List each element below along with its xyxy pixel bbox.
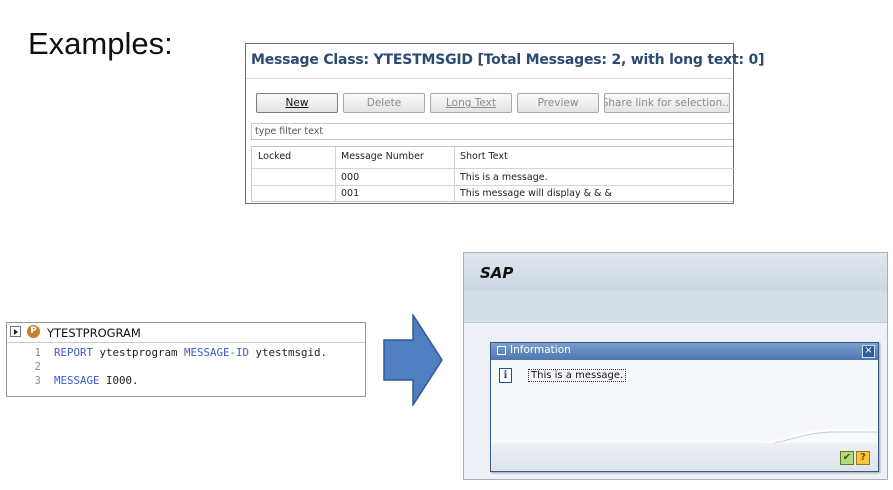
column-divider: [335, 147, 336, 201]
title-divider: [246, 78, 733, 79]
preview-button[interactable]: Preview: [517, 93, 599, 113]
row-divider: [252, 185, 734, 186]
row-0-number[interactable]: 000: [341, 172, 360, 183]
ok-button[interactable]: ✔: [840, 451, 854, 465]
message-class-title: Message Class: YTESTMSGID [Total Message…: [251, 52, 765, 68]
code-line[interactable]: REPORT ytestprogram MESSAGE-ID ytestmsgi…: [54, 346, 327, 359]
editor-header: P YTESTPROGRAM: [7, 323, 365, 343]
column-header-locked[interactable]: Locked: [258, 151, 292, 162]
messages-table: Locked Message Number Short Text 000 Thi…: [251, 146, 734, 202]
information-dialog: Information × i This is a message. ✔ ?: [490, 342, 879, 472]
expand-icon[interactable]: [10, 326, 21, 337]
program-name: YTESTPROGRAM: [47, 326, 141, 340]
code-editor: P YTESTPROGRAM 1 REPORT ytestprogram MES…: [6, 322, 366, 397]
filter-input[interactable]: type filter text: [251, 123, 733, 140]
column-divider: [454, 147, 455, 201]
dialog-footer: [491, 443, 878, 471]
code-text: ytestmsgid.: [249, 346, 328, 359]
close-icon[interactable]: ×: [862, 345, 875, 358]
dialog-header: Information ×: [491, 343, 878, 360]
long-text-button[interactable]: Long Text: [430, 93, 512, 113]
keyword: MESSAGE-ID: [184, 346, 250, 359]
keyword: MESSAGE: [54, 374, 100, 387]
keyword: REPORT: [54, 346, 94, 359]
code-text: I000.: [99, 374, 139, 387]
program-icon: P: [27, 325, 40, 338]
row-0-text[interactable]: This is a message.: [460, 172, 548, 183]
row-1-text[interactable]: This message will display & & &: [460, 188, 612, 199]
delete-button[interactable]: Delete: [343, 93, 425, 113]
sap-toolbar: [464, 291, 887, 323]
share-link-button[interactable]: Share link for selection...: [604, 93, 730, 113]
message-class-panel: Message Class: YTESTMSGID [Total Message…: [245, 43, 764, 204]
header-divider: [252, 168, 734, 169]
dialog-title: Information: [510, 344, 571, 356]
sap-window: SAP Information × i This is a message. ✔…: [463, 252, 888, 480]
column-header-short-text[interactable]: Short Text: [460, 151, 508, 162]
window-icon: [497, 346, 506, 355]
right-arrow-icon: [383, 314, 443, 406]
row-1-number[interactable]: 001: [341, 188, 360, 199]
sap-title: SAP: [480, 264, 514, 282]
sap-title-bar: SAP: [464, 253, 887, 291]
line-number: 3: [34, 375, 41, 387]
new-button[interactable]: New: [256, 93, 338, 113]
line-number: 1: [34, 347, 41, 359]
code-text: ytestprogram: [93, 346, 185, 359]
examples-heading: Examples:: [28, 26, 173, 61]
help-button[interactable]: ?: [856, 451, 870, 465]
code-line[interactable]: MESSAGE I000.: [54, 374, 139, 387]
arrow-shape: [383, 314, 443, 406]
dialog-message: This is a message.: [528, 369, 627, 382]
column-header-message-number[interactable]: Message Number: [341, 151, 424, 162]
info-icon: i: [499, 368, 512, 383]
line-number: 2: [34, 361, 41, 373]
